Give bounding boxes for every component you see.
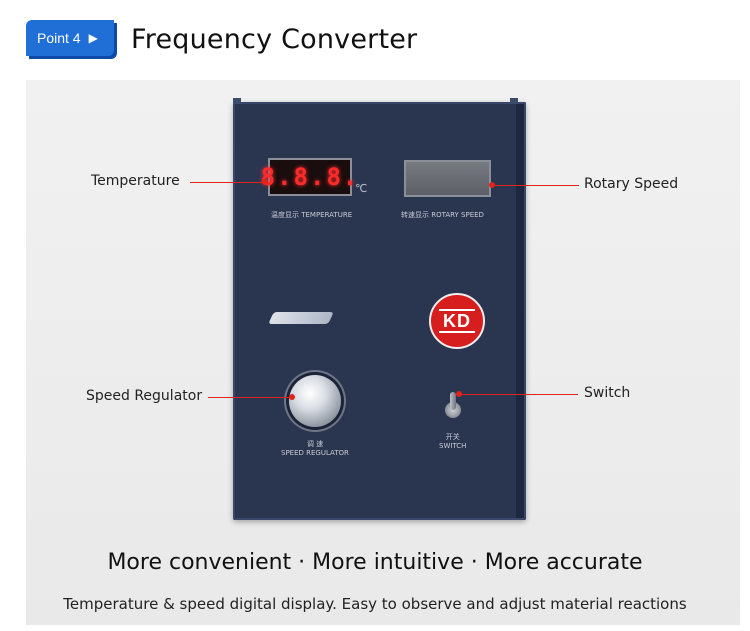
point-badge-label: Point 4	[37, 30, 81, 46]
celsius-unit: ℃	[355, 183, 368, 195]
switch-lever[interactable]	[450, 392, 456, 410]
switch-label-en: SWITCH	[439, 442, 467, 450]
speed-regulator-label: 调 速 SPEED REGULATOR	[281, 439, 349, 457]
callout-rotary-speed: Rotary Speed	[584, 176, 679, 192]
callout-dot-temperature	[262, 179, 268, 185]
switch-nut	[445, 402, 461, 418]
callout-dot-rotary-speed	[489, 182, 495, 188]
description: Temperature & speed digital display. Eas…	[63, 595, 687, 613]
frequency-converter-device: 8.8.8. ℃ 温度显示 TEMPERATURE 转速显示 ROTARY SP…	[233, 98, 526, 520]
speed-regulator-label-en: SPEED REGULATOR	[281, 449, 349, 457]
callout-line-switch	[460, 394, 578, 395]
device-mount-right	[510, 98, 518, 104]
speed-regulator-knob[interactable]	[289, 375, 341, 427]
decorative-swoosh	[268, 312, 334, 324]
kd-logo: KD	[429, 293, 485, 349]
callout-temperature: Temperature	[91, 173, 180, 189]
device-mount-left	[233, 98, 241, 104]
page-title: Frequency Converter	[131, 24, 418, 55]
rotary-speed-display-label: 转速显示 ROTARY SPEED	[401, 211, 484, 219]
play-arrow-icon: ▶	[88, 31, 98, 45]
callout-line-temperature	[190, 182, 264, 183]
toggle-switch[interactable]	[445, 392, 461, 424]
callout-dot-switch	[456, 391, 462, 397]
switch-label-cn: 开关	[445, 433, 460, 441]
temperature-display: 8.8.8.	[261, 158, 357, 196]
callout-line-rotary-speed	[493, 185, 579, 186]
kd-logo-text: KD	[441, 310, 473, 332]
temperature-display-label: 温度显示 TEMPERATURE	[271, 211, 353, 219]
callout-switch: Switch	[584, 385, 631, 401]
point-badge: Point 4 ▶	[26, 20, 114, 56]
slogan: More convenient · More intuitive · More …	[107, 550, 643, 575]
switch-label: 开关 SWITCH	[439, 432, 466, 450]
temperature-digits: 8.8.8.	[260, 163, 360, 191]
speed-regulator-label-cn: 调 速	[306, 440, 324, 448]
callout-dot-speed-regulator	[289, 394, 295, 400]
rotary-speed-display	[404, 160, 491, 197]
callout-speed-regulator: Speed Regulator	[86, 388, 203, 404]
callout-line-speed-regulator	[208, 397, 292, 398]
